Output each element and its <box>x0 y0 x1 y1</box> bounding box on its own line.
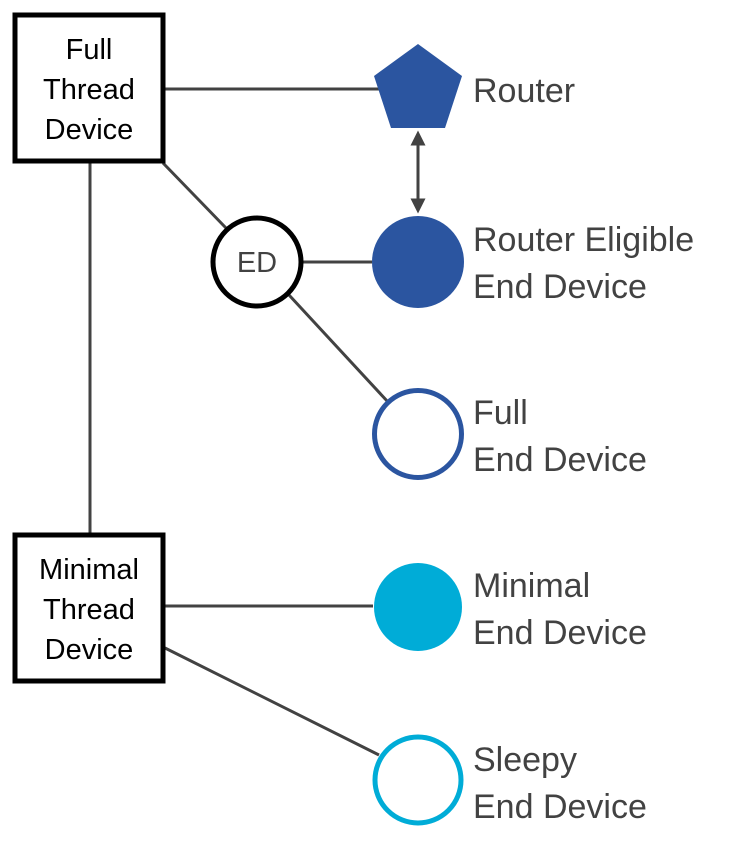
minimal-thread-device-border <box>12 532 166 684</box>
ed-label: ED <box>237 247 277 279</box>
sed-label-line-2: End Device <box>473 788 647 826</box>
connector-ftd-to-ed <box>161 161 228 230</box>
router-pentagon-icon <box>374 44 462 128</box>
ed-circle <box>210 215 304 309</box>
minimal-thread-device-line-1: Minimal <box>39 554 139 586</box>
full-end-device-node: Full End Device <box>372 388 647 480</box>
sleepy-end-device-node: Sleepy End Device <box>372 734 647 826</box>
reed-label-line-2: End Device <box>473 268 647 306</box>
connector-ed-to-fed <box>287 293 390 404</box>
fed-outline-circle-icon <box>372 388 464 480</box>
minimal-thread-device-line-3: Device <box>45 634 134 666</box>
full-thread-device-box: Full Thread Device <box>12 12 166 164</box>
router-node: Router <box>374 44 575 128</box>
reed-label-line-1: Router Eligible <box>473 221 694 259</box>
router-eligible-end-device-node: Router Eligible End Device <box>372 216 694 308</box>
sed-outline-circle-icon <box>372 734 464 826</box>
reed-filled-circle-icon <box>372 216 464 308</box>
minimal-thread-device-line-2: Thread <box>43 594 135 626</box>
med-filled-circle-icon <box>374 563 462 651</box>
sed-label-line-1: Sleepy <box>473 741 577 779</box>
fed-label-line-1: Full <box>473 394 528 432</box>
minimal-end-device-node: Minimal End Device <box>374 563 647 652</box>
connector-mtd-to-sed <box>164 646 380 757</box>
med-label-line-2: End Device <box>473 614 647 652</box>
connectors <box>88 87 426 757</box>
med-label-line-1: Minimal <box>473 567 590 605</box>
full-thread-device-border <box>12 12 166 164</box>
full-thread-device-line-2: Thread <box>43 74 135 106</box>
full-thread-device-line-3: Device <box>45 114 134 146</box>
router-label: Router <box>473 72 575 110</box>
fed-label-line-2: End Device <box>473 441 647 479</box>
full-thread-device-line-1: Full <box>66 34 113 66</box>
ed-node: ED <box>210 215 304 309</box>
minimal-thread-device-box: Minimal Thread Device <box>12 532 166 684</box>
